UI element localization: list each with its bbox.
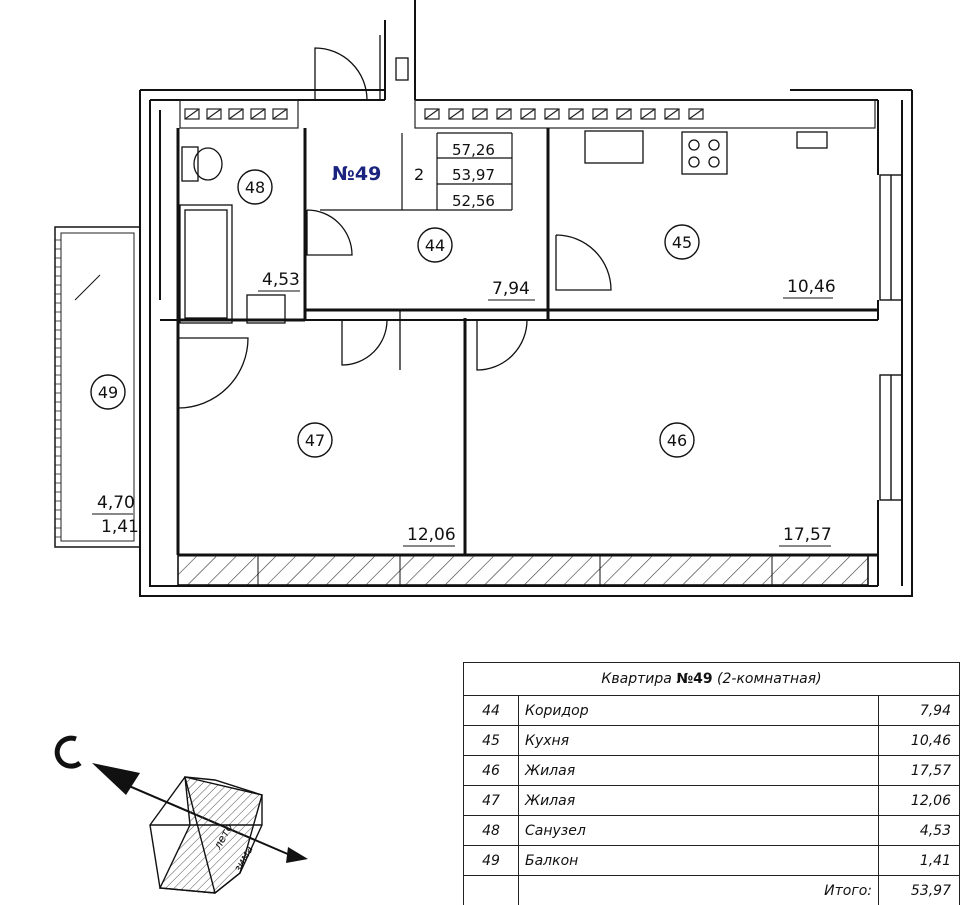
room-labels <box>91 170 699 457</box>
room-number-46: 46 <box>667 431 687 450</box>
vent-block-slash <box>473 109 487 119</box>
balcony-area: 4,70 <box>97 493 135 513</box>
spec-title-row: Квартира №49 (2-комнатная) <box>464 663 960 696</box>
area-living: 53,97 <box>452 166 495 184</box>
floor-plan: №49 2 57,26 53,97 52,56 48 44 45 46 47 4… <box>0 0 960 660</box>
room-number-45: 45 <box>672 233 692 252</box>
vent-block-slash <box>251 109 265 119</box>
room-number-47: 47 <box>305 431 325 450</box>
room-number-49: 49 <box>98 383 118 402</box>
vent-block-slash <box>641 109 655 119</box>
room-area-47: 12,06 <box>407 525 456 545</box>
facade-wall <box>178 555 868 585</box>
spec-name: Санузел <box>519 816 879 846</box>
apartment-spec-table: Квартира №49 (2-комнатная) 44 Коридор 7,… <box>463 662 960 905</box>
vent-block-slash <box>273 109 287 119</box>
ventilation-strip <box>180 100 875 128</box>
bathtub <box>180 205 232 323</box>
interior-walls <box>178 128 878 555</box>
stove <box>682 132 727 174</box>
compass-rose: лето зима <box>40 725 320 900</box>
spec-total-row: Итого: 53,97 <box>464 876 960 905</box>
spec-name: Жилая <box>519 786 879 816</box>
spec-num: 45 <box>464 726 519 756</box>
vent-block-slash <box>545 109 559 119</box>
area-total: 57,26 <box>452 141 495 159</box>
spec-value: 7,94 <box>879 696 960 726</box>
spec-total-label: Итого: <box>519 876 879 905</box>
spec-num: 46 <box>464 756 519 786</box>
spec-num: 49 <box>464 846 519 876</box>
balcony-area-reduced: 1,41 <box>101 517 139 537</box>
spec-name: Балкон <box>519 846 879 876</box>
north-arrow-icon <box>57 738 80 766</box>
vent-block-slash <box>229 109 243 119</box>
spec-value: 4,53 <box>879 816 960 846</box>
fridge <box>797 132 827 148</box>
table-row: 44 Коридор 7,94 <box>464 696 960 726</box>
toilet <box>182 147 198 181</box>
apartment-number: №49 <box>332 163 381 185</box>
spec-name: Кухня <box>519 726 879 756</box>
table-row: 49 Балкон 1,41 <box>464 846 960 876</box>
vent-block-slash <box>497 109 511 119</box>
spec-num: 44 <box>464 696 519 726</box>
spec-name: Коридор <box>519 696 879 726</box>
room-area-48: 4,53 <box>262 270 300 290</box>
table-row: 47 Жилая 12,06 <box>464 786 960 816</box>
room-number-44: 44 <box>425 236 445 255</box>
room-area-45: 10,46 <box>787 277 836 297</box>
vent-block-slash <box>617 109 631 119</box>
spec-name: Жилая <box>519 756 879 786</box>
spec-value: 12,06 <box>879 786 960 816</box>
spec-title-prefix: Квартира <box>601 671 671 687</box>
vent-block-slash <box>207 109 221 119</box>
vent-block-slash <box>521 109 535 119</box>
table-row: 45 Кухня 10,46 <box>464 726 960 756</box>
vent-block-slash <box>689 109 703 119</box>
kitchen-sink <box>585 131 643 163</box>
vent-block-slash <box>593 109 607 119</box>
spec-total-value: 53,97 <box>879 876 960 905</box>
spec-title-suffix: (2-комнатная) <box>717 671 822 687</box>
table-row: 46 Жилая 17,57 <box>464 756 960 786</box>
spec-value: 1,41 <box>879 846 960 876</box>
spec-num: 47 <box>464 786 519 816</box>
window-right <box>880 175 902 500</box>
area-net: 52,56 <box>452 192 495 210</box>
spec-title-number: №49 <box>676 671 712 687</box>
direction-arrow-icon <box>92 763 140 795</box>
spec-num: 48 <box>464 816 519 846</box>
rooms-count: 2 <box>414 165 424 184</box>
room-area-46: 17,57 <box>783 525 832 545</box>
room-number-48: 48 <box>245 178 265 197</box>
vent-block-slash <box>425 109 439 119</box>
apartment-info-box: №49 2 57,26 53,97 52,56 <box>320 133 512 210</box>
table-row: 48 Санузел 4,53 <box>464 816 960 846</box>
room-area-44: 7,94 <box>492 279 530 299</box>
vent-block-slash <box>665 109 679 119</box>
wind-rose <box>150 777 262 893</box>
vent-block-slash <box>449 109 463 119</box>
vent-block-slash <box>185 109 199 119</box>
spec-value: 17,57 <box>879 756 960 786</box>
vent-block-slash <box>569 109 583 119</box>
spec-value: 10,46 <box>879 726 960 756</box>
